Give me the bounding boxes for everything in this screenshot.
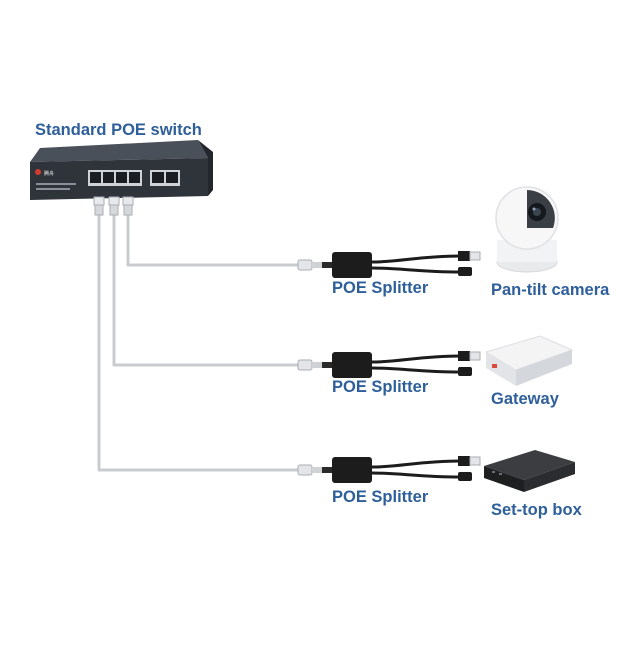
switch-ports-uplink [150,170,180,186]
splitter-power-cable [371,266,461,274]
switch-model-text [36,183,76,185]
cable-to-splitter-3 [97,213,300,472]
splitter-rj45-plug [297,259,313,271]
device-label-settop: Set-top box [491,501,582,519]
splitter-output-cable [371,254,461,264]
poe-switch: 腾舟 [30,140,213,200]
pan-tilt-camera-icon [495,186,559,273]
poe-splitter-1 [297,251,481,278]
device-label-camera: Pan-tilt camera [491,281,610,299]
switch-brand-text: 腾舟 [44,170,54,177]
cable-to-splitter-2 [112,213,300,367]
splitter-body [332,352,372,378]
poe-splitter-3 [297,456,481,483]
splitter-output-cable [371,459,461,469]
switch-rj45-plugs [93,196,134,216]
switch-top-face [30,140,208,162]
set-top-box-icon [484,450,575,492]
device-label-gateway: Gateway [491,390,559,408]
switch-side-face [198,140,213,196]
splitter-label-3: POE Splitter [332,488,429,506]
switch-label: Standard POE switch [35,121,202,139]
ethernet-cables [97,213,300,472]
rj45-plug-3 [122,196,134,216]
rj45-plug-1 [93,196,105,216]
splitter-power-cable [371,471,461,479]
splitter-label-2: POE Splitter [332,378,429,396]
switch-brand-icon [35,169,41,175]
splitter-rj45-plug [297,359,313,371]
switch-ports-poe [88,170,142,186]
splitter-power-cable [371,366,461,374]
splitter-label-1: POE Splitter [332,279,429,297]
cable-to-splitter-1 [126,213,300,267]
rj45-plug-2 [108,196,120,216]
splitter-body [332,252,372,278]
splitter-body [332,457,372,483]
poe-splitter-2 [297,351,481,378]
splitter-rj45-plug [297,464,313,476]
gateway-router-icon [484,335,574,386]
switch-model-text-2 [36,188,70,190]
splitter-output-cable [371,354,461,364]
